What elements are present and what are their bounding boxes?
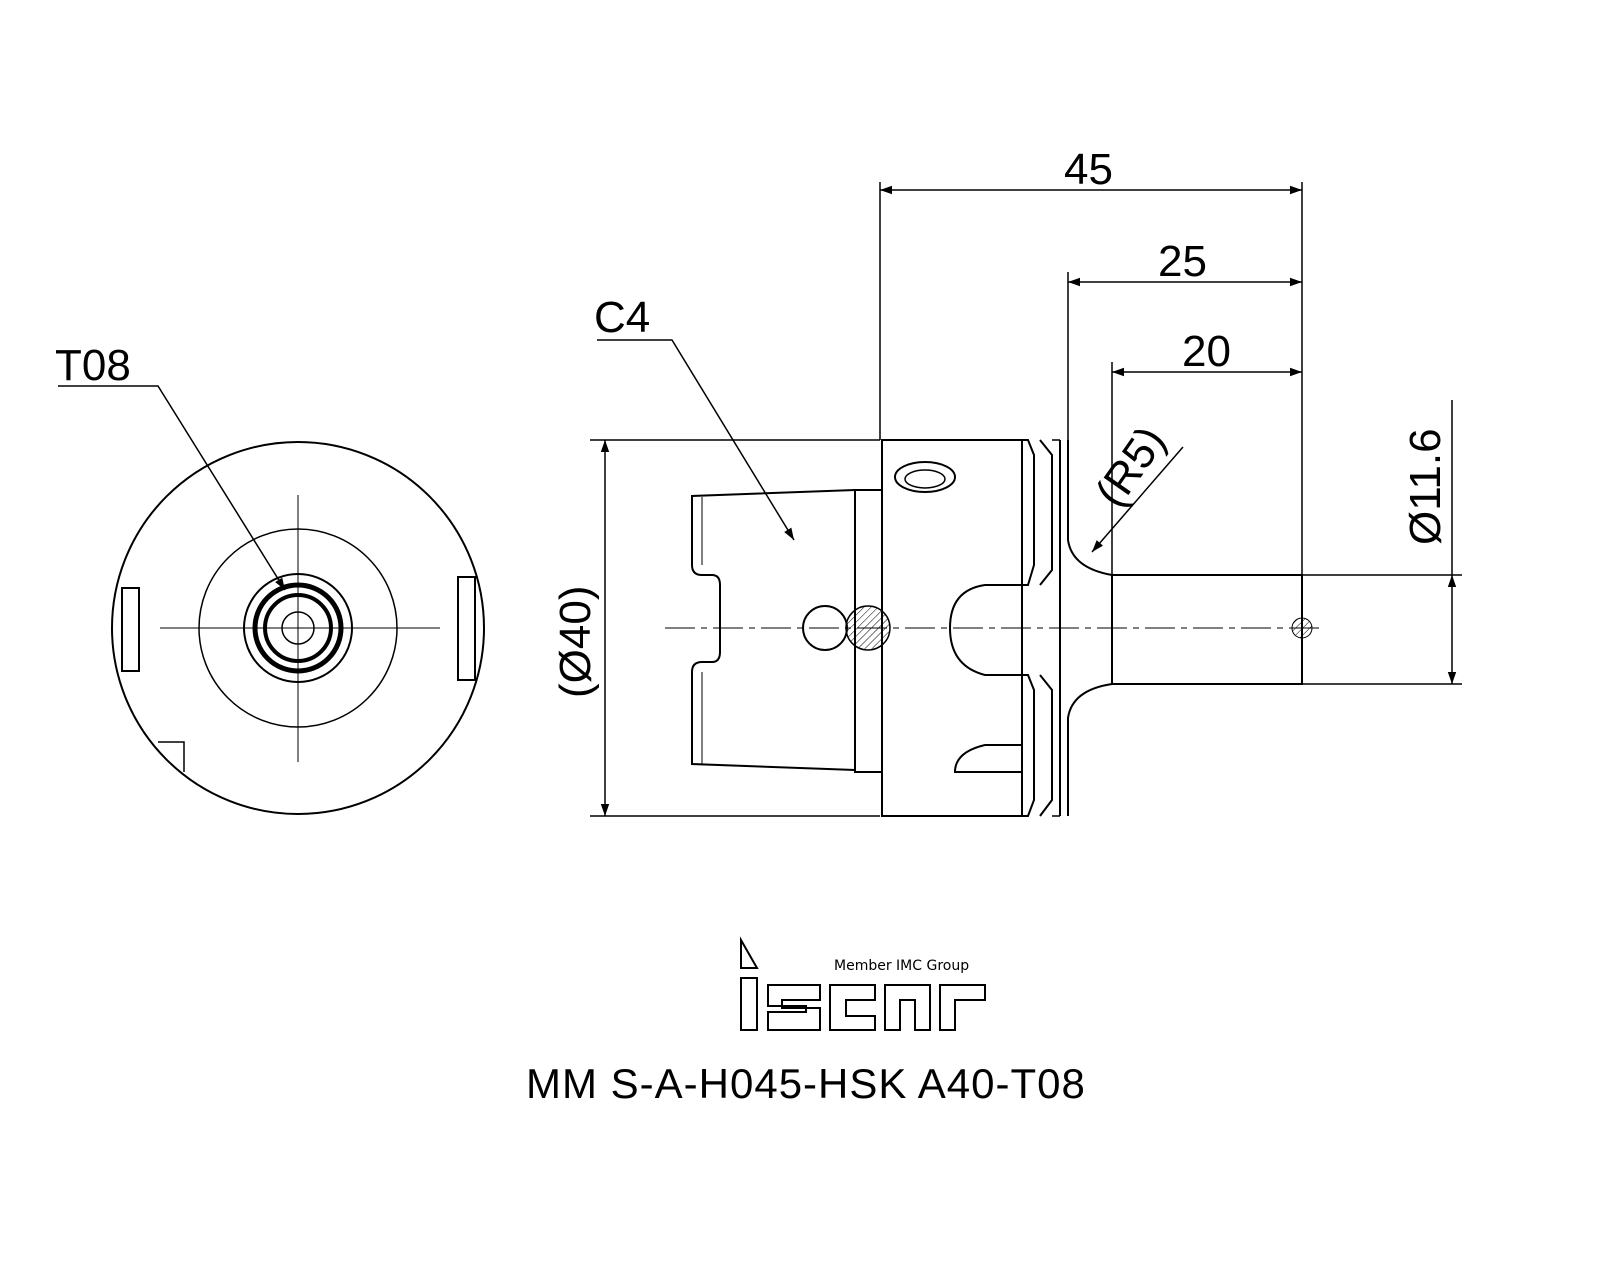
neck-fillet-top	[1067, 440, 1113, 576]
shaft	[1111, 574, 1303, 685]
iscar-logo	[740, 936, 986, 1031]
hsk-taper-shank	[691, 489, 856, 771]
top-hole-outer	[894, 461, 956, 493]
dim-25-label: 25	[1158, 237, 1207, 286]
c4-leader	[597, 339, 795, 541]
logo-letter-c	[829, 984, 876, 1031]
drive-slot-right	[457, 576, 476, 681]
outer-flange-circle	[111, 441, 485, 815]
lower-slot-arc	[953, 744, 1022, 773]
t08-callout: T08	[55, 341, 131, 390]
keyway-arc	[948, 584, 1022, 676]
logo-letter-i-stem	[740, 977, 758, 1031]
groove-ring-1	[1022, 439, 1035, 586]
dim-45-label: 45	[1064, 145, 1113, 194]
orientation-notch	[158, 741, 185, 772]
groove-ring-2-lower	[1039, 674, 1053, 817]
logo-tagline: Member IMC Group	[834, 958, 969, 974]
side-view	[597, 339, 1325, 817]
groove-ring-2	[1039, 439, 1053, 586]
dim-r5-label: (R5)	[1086, 418, 1175, 516]
logo-letter-i	[740, 936, 759, 969]
dim-20-label: 20	[1182, 327, 1231, 376]
dim-dia11-label: Ø11.6	[1401, 428, 1450, 545]
part-number: MM S-A-H045-HSK A40-T08	[526, 1060, 1086, 1107]
end-view	[58, 385, 485, 815]
logo-letter-a	[884, 984, 931, 1031]
logo-letter-r	[939, 984, 986, 1031]
neck-fillet-bottom	[1067, 683, 1113, 816]
r5-leader	[1091, 446, 1184, 553]
groove-ring-1-lower	[1022, 674, 1035, 817]
c4-callout: C4	[594, 293, 650, 342]
logo-letter-s	[767, 984, 821, 1031]
drive-slot-left	[121, 587, 140, 672]
dim-dia40-label: (Ø40)	[551, 586, 600, 698]
t08-leader	[58, 385, 286, 591]
dimension-lines	[590, 182, 1462, 817]
top-hole-inner	[904, 469, 946, 489]
